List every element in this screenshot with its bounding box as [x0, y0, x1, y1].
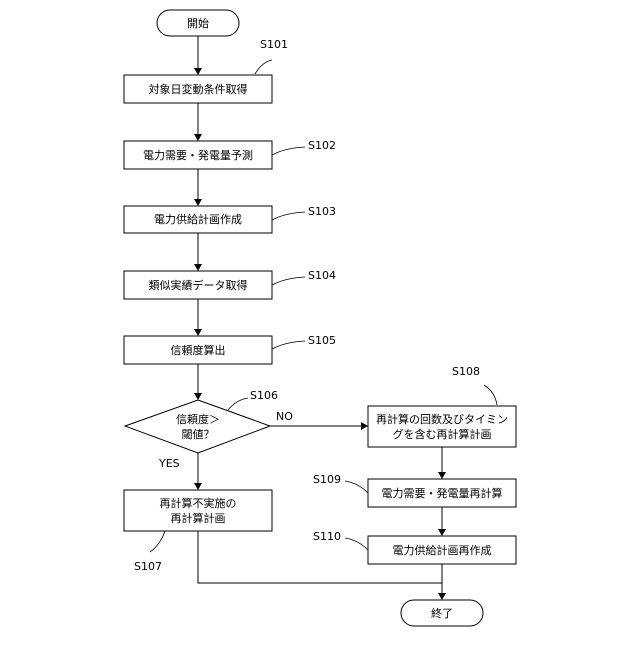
step-id-s101: S101	[260, 38, 288, 51]
leader-s107	[150, 531, 165, 552]
leader-s106	[228, 398, 248, 410]
leader-s105	[272, 341, 305, 349]
step-id-s103: S103	[308, 205, 336, 218]
process-label-s108-line1: 再計算の回数及びタイミン	[376, 412, 508, 426]
process-label-s107-line1: 再計算不実施の	[160, 496, 237, 510]
leader-s103	[272, 212, 305, 220]
leader-s104	[272, 277, 305, 285]
process-label-s104: 類似実績データ取得	[149, 278, 248, 292]
process-label-s103: 電力供給計画作成	[154, 212, 242, 226]
decision-diamond-s106	[125, 400, 270, 453]
step-id-s106: S106	[250, 389, 278, 402]
leader-s110	[345, 538, 368, 550]
end-label: 終了	[431, 606, 453, 620]
decision-label-s106-line2: 閾値？	[182, 428, 215, 441]
decision-label-s106-line1: 信頼度＞	[176, 412, 220, 426]
process-label-s109: 電力需要・発電量再計算	[382, 486, 503, 500]
process-label-s110: 電力供給計画再作成	[393, 543, 492, 557]
process-label-s107-line2: 再計算計画	[171, 511, 226, 525]
process-label-s108-line2: グを含む再計算計画	[393, 427, 492, 441]
step-id-s108: S108	[452, 365, 480, 378]
step-id-s105: S105	[308, 334, 336, 347]
process-label-s102: 電力需要・発電量予測	[143, 148, 253, 162]
start-label: 開始	[187, 16, 209, 30]
leader-s108	[484, 385, 497, 405]
leader-s101	[255, 60, 272, 74]
branch-no-label: NO	[276, 410, 293, 423]
leader-s109	[345, 481, 368, 493]
step-id-s104: S104	[308, 269, 336, 282]
step-id-s109: S109	[313, 473, 341, 486]
leader-s102	[272, 147, 305, 155]
process-label-s101: 対象日変動条件取得	[149, 82, 248, 96]
step-id-s110: S110	[313, 530, 341, 543]
process-label-s105: 信頼度算出	[171, 343, 226, 357]
step-id-s102: S102	[308, 139, 336, 152]
step-id-s107: S107	[134, 560, 162, 573]
branch-yes-label: YES	[158, 457, 180, 470]
